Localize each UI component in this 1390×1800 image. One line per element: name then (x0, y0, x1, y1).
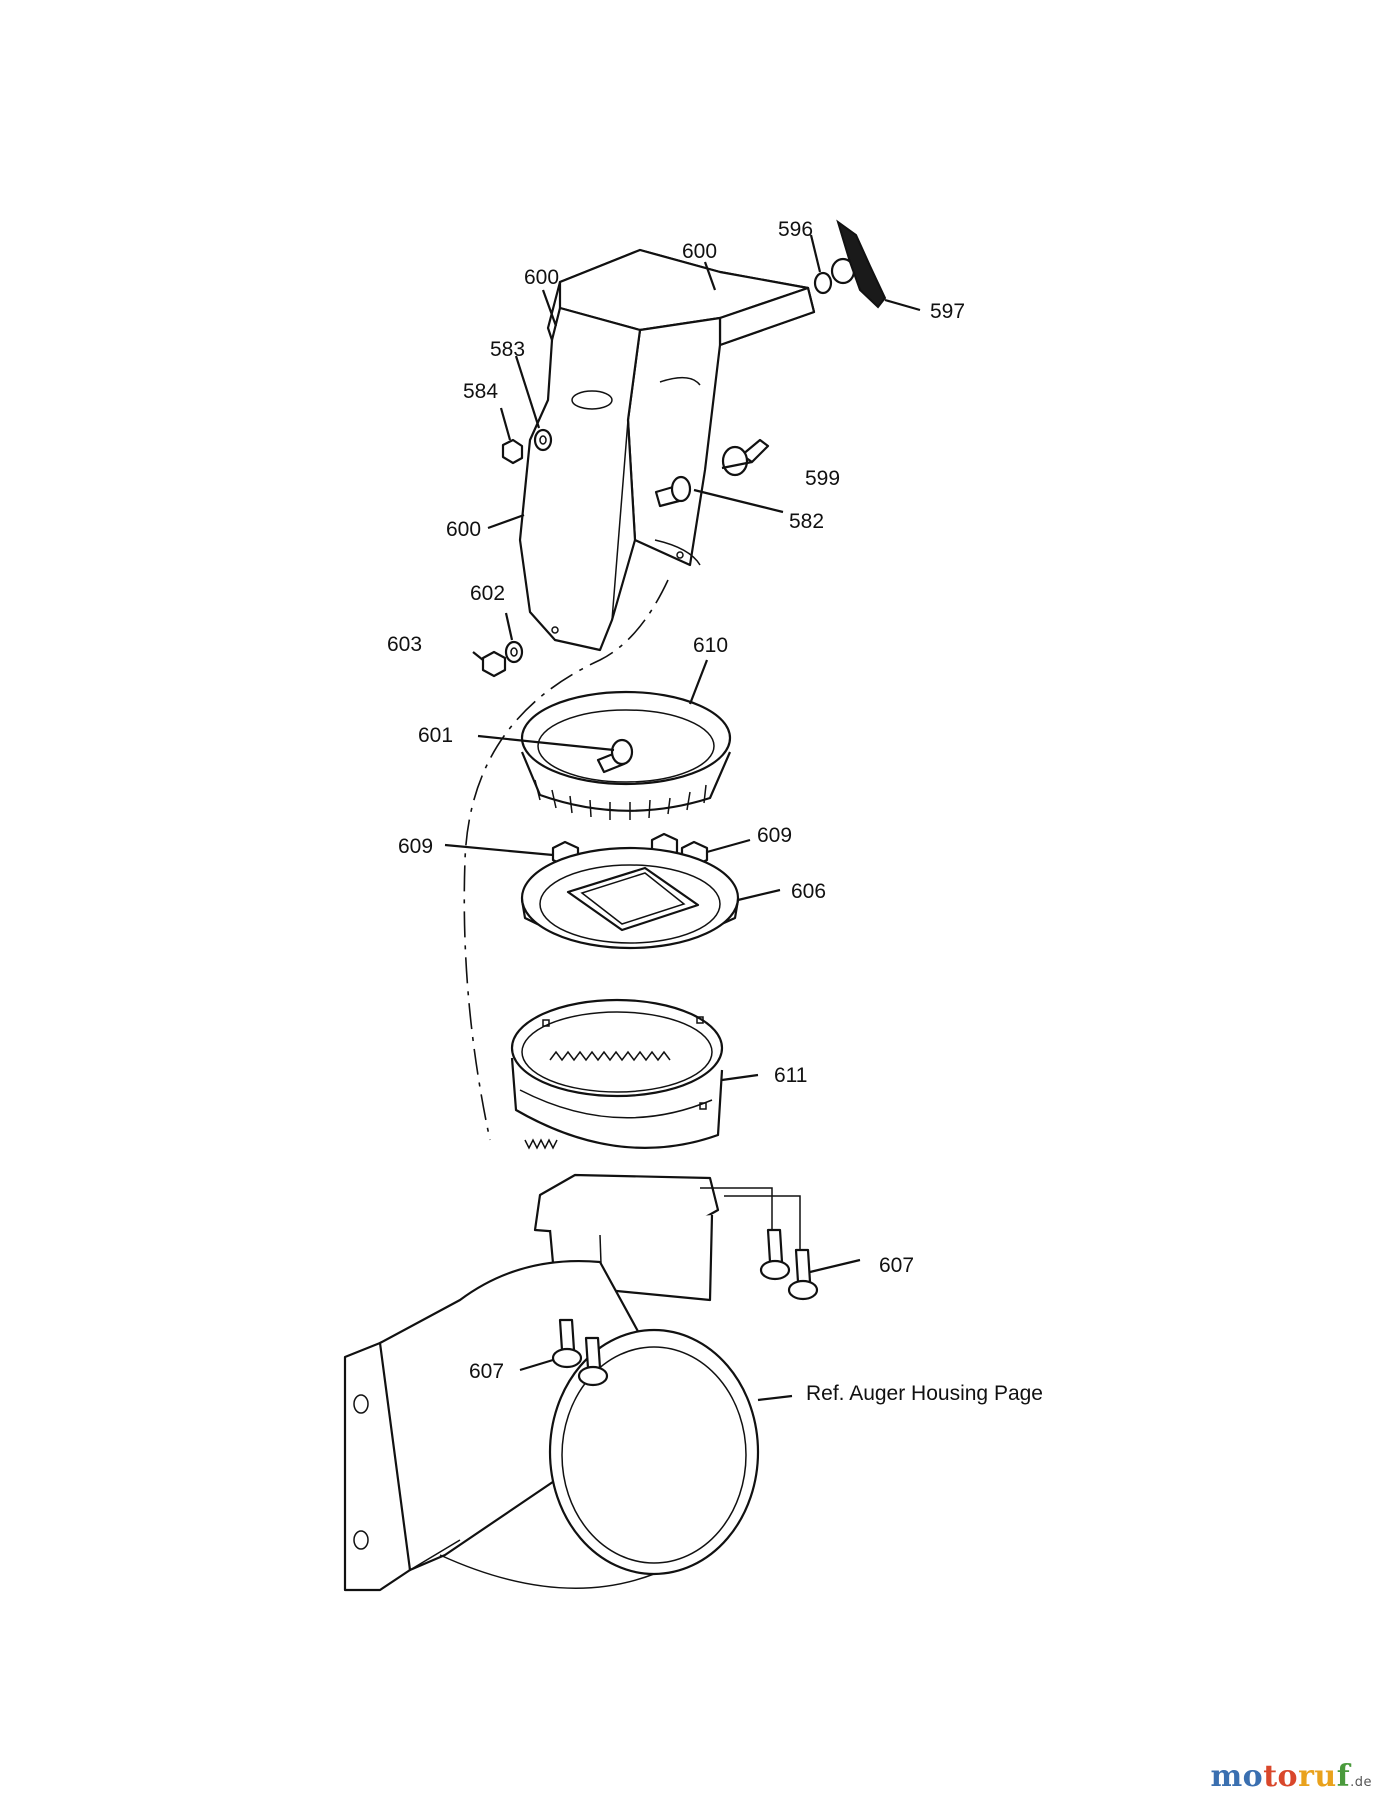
watermark-part-4: f (1336, 1759, 1351, 1794)
ring-610 (520, 690, 732, 820)
part-label-602: 602 (470, 582, 505, 605)
part-label-582: 582 (789, 510, 824, 533)
chute-deflector (518, 248, 816, 652)
part-label-607-right: 607 (879, 1254, 914, 1277)
watermark-suffix: .de (1350, 1775, 1372, 1790)
reference-label-auger-housing: Ref. Auger Housing Page (806, 1382, 1043, 1405)
ring-606 (520, 846, 740, 950)
part-label-601: 601 (418, 724, 453, 747)
part-label-609-left: 609 (398, 835, 433, 858)
watermark-part-3: ru (1298, 1759, 1337, 1794)
watermark-logo: motoruf.de (1210, 1759, 1372, 1794)
part-label-599: 599 (805, 467, 840, 490)
screws-607 (551, 1228, 819, 1387)
part-label-584: 584 (463, 380, 498, 403)
part-label-610: 610 (693, 634, 728, 657)
part-label-583: 583 (490, 338, 525, 361)
part-label-609-right: 609 (757, 824, 792, 847)
assembly-outline-dashed (463, 579, 669, 1141)
nut-washer-583-584 (501, 428, 553, 465)
part-label-597: 597 (930, 300, 965, 323)
part-label-596: 596 (778, 218, 813, 241)
part-label-600-left: 600 (524, 266, 559, 289)
watermark-part-2: to (1263, 1759, 1299, 1794)
leader-lines (444, 234, 921, 1402)
nut-washer-602-603 (481, 640, 524, 678)
knob-assembly (813, 219, 887, 309)
part-label-607-left: 607 (469, 1360, 504, 1383)
part-label-611: 611 (774, 1064, 807, 1087)
part-label-600-side: 600 (446, 518, 481, 541)
chute-base-and-housing (343, 1173, 760, 1592)
gear-ring-611 (510, 998, 724, 1150)
part-label-603: 603 (387, 633, 422, 656)
part-label-606: 606 (791, 880, 826, 903)
part-label-600-top: 600 (682, 240, 717, 263)
plastic-knob (721, 438, 770, 477)
watermark-part-1: mo (1210, 1759, 1264, 1794)
carriage-bolt (654, 475, 692, 508)
